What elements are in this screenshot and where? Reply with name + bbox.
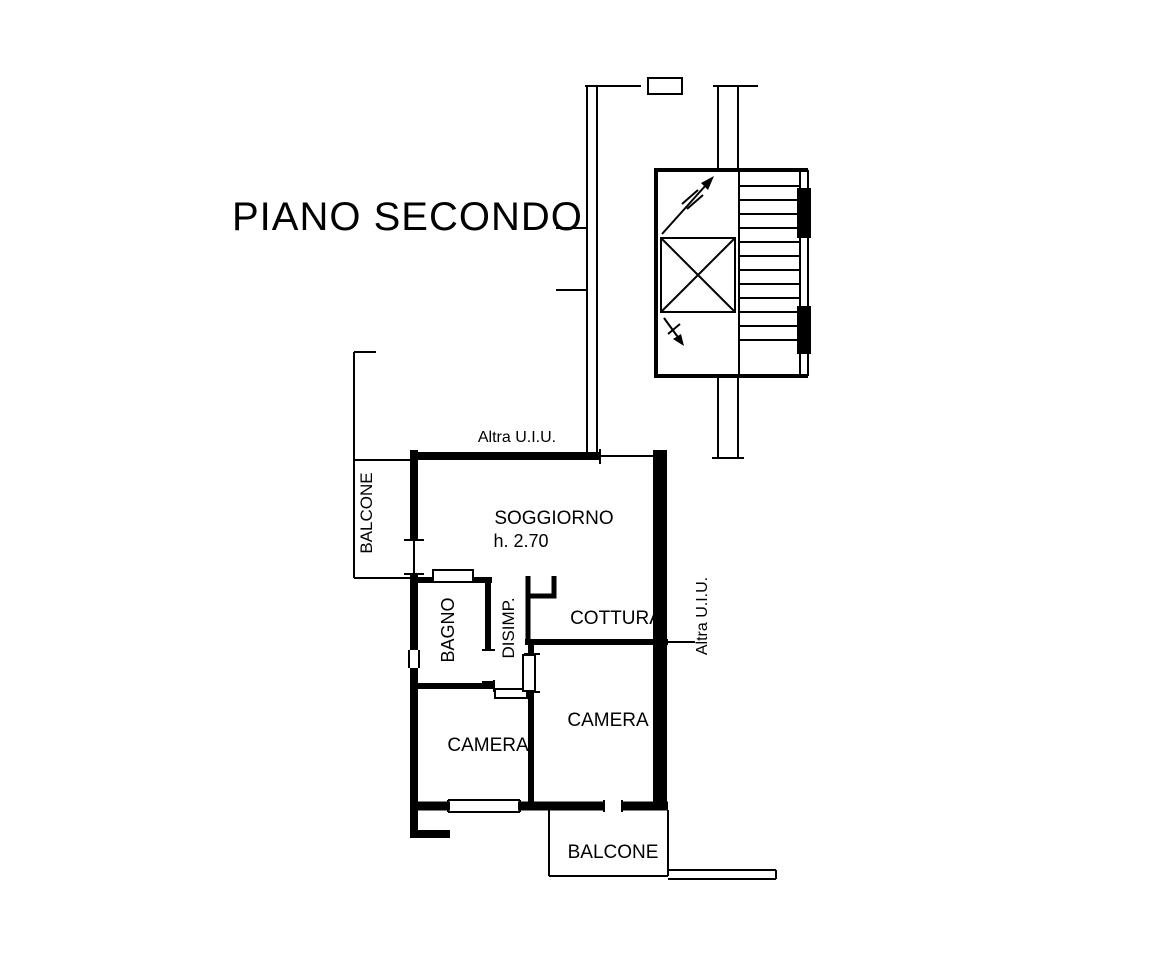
label-camera-right: CAMERA — [567, 710, 649, 731]
label-balcone-left: BALCONE — [357, 472, 376, 553]
stair-pillar — [712, 376, 744, 459]
camera-left-door-leaf — [494, 688, 528, 699]
label-altra-uiu-top: Altra U.I.U. — [478, 429, 556, 446]
elevator-icon — [660, 237, 736, 313]
stair-arrow-up-icon — [661, 176, 714, 235]
label-disimp: DISIMP. — [499, 597, 518, 658]
label-cottura: COTTURA — [570, 608, 662, 629]
balcony-bottom-outline — [548, 810, 777, 880]
label-soggiorno-height: h. 2.70 — [493, 531, 548, 551]
stairwell-right-wall — [797, 170, 811, 376]
stair-arrow-down-icon — [663, 317, 684, 346]
bagno-door-leaf — [432, 569, 474, 583]
interior-walls — [418, 576, 668, 806]
corridor-walls — [556, 77, 758, 452]
label-altra-uiu-right: Altra U.I.U. — [694, 577, 711, 655]
door-leaf-symbols — [432, 569, 536, 699]
apartment-walls — [404, 449, 695, 838]
label-soggiorno: SOGGIORNO — [494, 508, 613, 529]
stairwell-outline — [654, 168, 808, 378]
camera-right-door-leaf — [522, 654, 536, 692]
label-balcone-bottom: BALCONE — [568, 842, 659, 863]
floor-title: PIANO SECONDO — [232, 195, 583, 239]
window-symbol-bottom — [447, 799, 623, 813]
label-bagno: BAGNO — [438, 597, 458, 662]
balcony-left-outline — [353, 351, 412, 579]
stair-treads — [738, 172, 800, 374]
label-camera-left: CAMERA — [447, 735, 529, 756]
